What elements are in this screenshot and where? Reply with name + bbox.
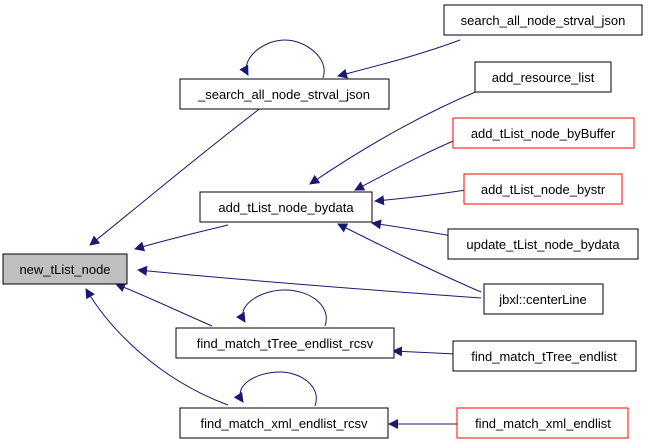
edge-ttree-rcsv-self <box>235 289 327 327</box>
edge-centerline-to-new <box>137 265 482 299</box>
node-find-match-xml-endlist-rcsv[interactable]: find_match_xml_endlist_rcsv <box>179 407 389 439</box>
node-add-tlist-node-bystr[interactable]: add_tList_node_bystr <box>463 173 623 205</box>
edge-resource-to-bydata <box>309 89 481 185</box>
node-box <box>463 173 623 205</box>
edge-xml-rcsv-self <box>233 371 317 407</box>
node-jbxl-centerline[interactable]: jbxl::centerLine <box>483 283 604 315</box>
edges <box>85 39 482 429</box>
node-label: find_match_tTree_endlist_rcsv <box>197 336 374 351</box>
node-box <box>175 327 395 359</box>
node-box <box>483 283 604 315</box>
edge-centerline-to-bydata <box>337 223 482 293</box>
edge-xml-rcsv-to-new <box>85 288 229 406</box>
node-label: find_match_xml_endlist <box>475 416 611 431</box>
node-box <box>474 61 612 93</box>
edge-ttree-to-ttree-rcsv <box>392 346 457 357</box>
node-box <box>199 191 373 223</box>
edge-ttree-rcsv-to-new <box>115 282 213 327</box>
node-label: jbxl::centerLine <box>498 292 586 307</box>
node-new-tlist-node[interactable]: new_tList_node <box>2 253 128 285</box>
node-label: new_tList_node <box>19 262 110 277</box>
edge-search-internal-self <box>239 39 325 79</box>
node-label: update_tList_node_bydata <box>466 237 620 252</box>
node-search-all-node-strval-json[interactable]: search_all_node_strval_json <box>443 4 643 36</box>
node-label: add_tList_node_bydata <box>218 200 354 215</box>
edge-add-bydata-to-new <box>134 224 229 252</box>
node-update-tlist-node-bydata[interactable]: update_tList_node_bydata <box>447 228 639 260</box>
node-box <box>2 253 128 285</box>
node-box <box>456 407 629 439</box>
node-add-tlist-node-bybuffer[interactable]: add_tList_node_byBuffer <box>452 117 635 149</box>
node-box <box>443 4 643 36</box>
node-label: add_tList_node_byBuffer <box>471 126 616 141</box>
edge-update-to-bydata <box>371 219 453 237</box>
node-add-resource-list[interactable]: add_resource_list <box>474 61 612 93</box>
node-search-all-node-strval-json-internal[interactable]: _search_all_node_strval_json <box>179 78 390 110</box>
node-label: find_match_xml_endlist_rcsv <box>201 416 368 431</box>
node-box <box>179 78 390 110</box>
node-label: _search_all_node_strval_json <box>197 87 370 102</box>
node-add-tlist-node-bydata[interactable]: add_tList_node_bydata <box>199 191 373 223</box>
edge-search-to-search-internal <box>337 39 461 79</box>
node-box <box>179 407 389 439</box>
node-label: find_match_tTree_endlist <box>471 349 617 364</box>
edge-bystr-to-bydata <box>374 189 467 206</box>
edge-search-internal-to-new <box>89 103 267 246</box>
node-find-match-xml-endlist[interactable]: find_match_xml_endlist <box>456 407 629 439</box>
node-label: add_tList_node_bystr <box>481 182 606 197</box>
node-find-match-ttree-endlist-rcsv[interactable]: find_match_tTree_endlist_rcsv <box>175 327 395 359</box>
node-find-match-ttree-endlist[interactable]: find_match_tTree_endlist <box>452 340 637 372</box>
node-label: add_resource_list <box>492 70 595 85</box>
edge-bybuffer-to-bydata <box>354 138 459 191</box>
node-label: search_all_node_strval_json <box>461 13 626 28</box>
node-box <box>452 340 637 372</box>
node-box <box>447 228 639 260</box>
nodes: new_tList_node _search_all_node_strval_j… <box>2 4 643 439</box>
node-box <box>452 117 635 149</box>
